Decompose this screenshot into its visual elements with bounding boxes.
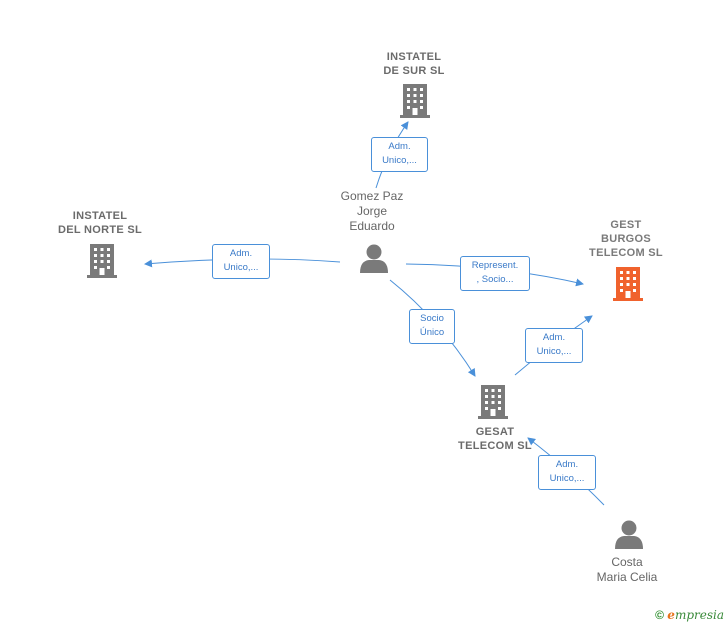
edge-label-gomez-burgos[interactable]: Represent. , Socio... [460,256,530,291]
company-label-gest-burgos[interactable]: GEST BURGOS TELECOM SL [589,219,663,259]
person-label-gomez[interactable]: Gomez Paz Jorge Eduardo [340,189,404,233]
edge-label-costa-gesat[interactable]: Adm. Unico,... [538,455,596,490]
building-icon[interactable] [87,244,117,278]
building-icon[interactable] [478,385,508,419]
building-icon-highlight[interactable] [613,267,643,301]
company-label-instatel-norte[interactable]: INSTATEL DEL NORTE SL [57,210,143,236]
edge-label-gesat-burgos[interactable]: Adm. Unico,... [525,328,583,363]
copyright-symbol: © [655,608,664,622]
edge-label-gomez-sur[interactable]: Adm. Unico,... [371,137,428,172]
copyright-footer: © empresia [655,608,724,622]
brand-initial: e [667,608,675,622]
building-icon[interactable] [400,84,430,118]
company-label-gesat[interactable]: GESAT TELECOM SL [458,426,532,452]
brand-name: mpresia [674,608,724,622]
company-label-instatel-sur[interactable]: INSTATEL DE SUR SL [383,51,445,77]
edge-label-gomez-norte[interactable]: Adm. Unico,... [212,244,270,279]
edge-label-gomez-gesat[interactable]: Socio Único [409,309,455,344]
person-icon[interactable] [360,244,388,274]
brand-logo[interactable]: empresia [667,608,724,622]
person-label-costa[interactable]: Costa Maria Celia [596,555,658,584]
person-icon[interactable] [615,520,643,550]
